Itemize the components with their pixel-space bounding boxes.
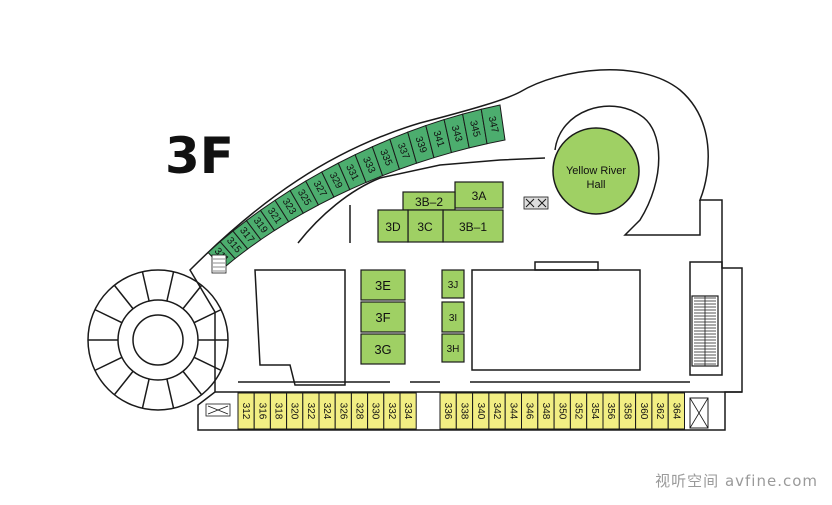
room-3C[interactable] (407, 209, 444, 243)
arc-room-label: 345 (467, 119, 482, 138)
room-label: 344 (507, 403, 518, 420)
room-3I-label: 3I (449, 313, 457, 324)
room-label: 324 (321, 403, 332, 420)
room-label: 318 (273, 403, 284, 420)
room-3B-2-label: 3B–2 (415, 195, 443, 209)
spiral-ramp (87, 269, 229, 411)
room-3A-label: 3A (472, 189, 487, 203)
room-label: 322 (305, 403, 316, 420)
room-label: 326 (337, 403, 348, 420)
room-label: 362 (654, 403, 665, 420)
arc-rooms: 3113153173193213233253273293313333353373… (207, 104, 506, 270)
room-label: 320 (289, 403, 300, 420)
meeting-room-cluster-top: 3A 3B–2 3B–1 3C 3D (377, 181, 504, 243)
room-3C-label: 3C (417, 220, 433, 234)
room-3D-label: 3D (385, 220, 401, 234)
room-label: 350 (556, 403, 567, 420)
room-label: 360 (638, 403, 649, 420)
room-3E[interactable] (360, 269, 406, 301)
room-label: 340 (475, 403, 486, 420)
room-3A[interactable] (454, 181, 504, 209)
room-3J-label: 3J (448, 280, 459, 291)
room-label: 352 (573, 403, 584, 420)
room-label: 364 (670, 403, 681, 420)
room-label: 312 (240, 403, 251, 420)
watermark: 视听空间 avfine.com (655, 472, 818, 490)
stairs-icon-left (211, 254, 227, 274)
arc-room-label: 343 (449, 124, 464, 144)
floor-title: 3F (165, 127, 234, 185)
building-outline (189, 69, 743, 431)
room-3B-1[interactable] (442, 209, 504, 243)
room-label: 316 (256, 403, 267, 420)
room-3D[interactable] (377, 209, 409, 243)
room-3G-label: 3G (374, 342, 391, 357)
room-3E-label: 3E (375, 278, 391, 293)
elevator-icon (689, 397, 709, 429)
bottom-rooms: 312 316 318 320 322 324 326 328 330 332 334 336 338 3… (237, 392, 686, 430)
room-label: 346 (524, 403, 535, 420)
arc-room-label: 341 (430, 129, 446, 149)
room-3G[interactable] (360, 333, 406, 365)
room-label: 348 (540, 403, 551, 420)
yellow-river-hall[interactable]: Yellow River Hall (552, 127, 640, 215)
room-3F-label: 3F (375, 310, 390, 325)
room-334[interactable] (399, 392, 417, 430)
hall-label-line1: Yellow River (566, 165, 626, 177)
hall-label-line2: Hall (587, 179, 606, 191)
stairs-icon-bottom (205, 403, 231, 417)
room-3B-1-label: 3B–1 (459, 220, 487, 234)
room-3F[interactable] (360, 301, 406, 333)
room-3H[interactable] (441, 333, 465, 363)
escalator-icon (691, 295, 719, 367)
room-label: 334 (402, 403, 413, 420)
room-label: 336 (442, 403, 453, 420)
room-label: 354 (589, 403, 600, 420)
room-label: 330 (370, 403, 381, 420)
room-label: 328 (354, 403, 365, 420)
room-label: 358 (621, 403, 632, 420)
room-3H-label: 3H (447, 344, 460, 355)
arc-room-label: 339 (413, 135, 429, 155)
room-label: 356 (605, 403, 616, 420)
room-364[interactable] (667, 392, 686, 430)
restroom-icon (523, 196, 549, 210)
room-3I[interactable] (441, 301, 465, 333)
arc-room-label: 347 (486, 115, 500, 134)
arc-room-347[interactable] (480, 104, 506, 145)
room-label: 342 (491, 403, 502, 420)
meeting-room-cluster-mid: 3E 3F 3G 3J 3I 3H (360, 269, 465, 365)
room-3J[interactable] (441, 269, 465, 299)
room-label: 338 (458, 403, 469, 420)
room-label: 332 (386, 403, 397, 420)
